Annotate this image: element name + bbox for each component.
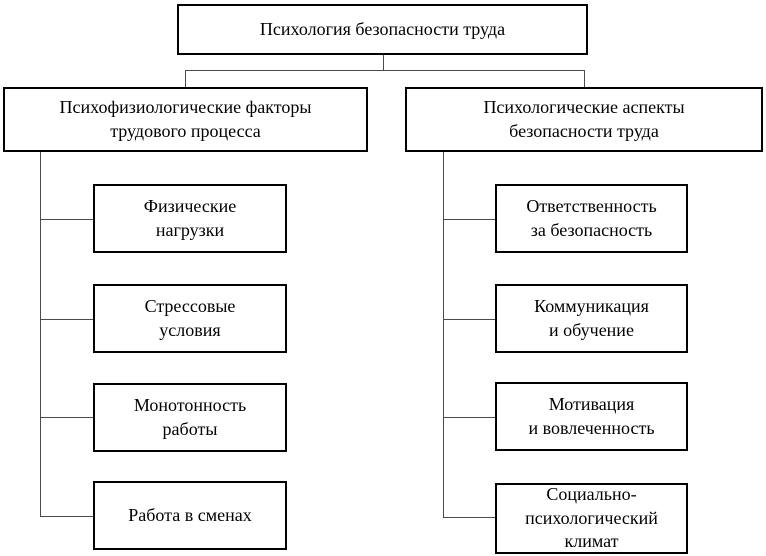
connector-left-trunk bbox=[40, 152, 41, 517]
node-work-monotony-label: Монотонность работы bbox=[133, 394, 247, 439]
connector-right-child-2 bbox=[443, 319, 495, 320]
node-work-monotony: Монотонность работы bbox=[93, 383, 287, 452]
node-safety-responsibility: Ответственность за безопасность bbox=[495, 184, 688, 253]
connector-left-child-2 bbox=[40, 319, 93, 320]
node-branch-psychological-aspects: Психологические аспекты безопасности тру… bbox=[405, 87, 763, 152]
node-socio-psychological-climate-label: Социально- психологический климат bbox=[525, 483, 658, 552]
node-branch-psychophysiological-factors: Психофизиологические факторы трудового п… bbox=[3, 87, 368, 152]
connector-right-child-1 bbox=[443, 219, 495, 220]
node-motivation-engagement-label: Мотивация и вовлеченность bbox=[528, 393, 655, 438]
node-safety-responsibility-label: Ответственность за безопасность bbox=[526, 195, 657, 240]
node-shift-work-label: Работа в сменах bbox=[128, 504, 252, 525]
node-stress-conditions: Стрессовые условия bbox=[93, 284, 287, 353]
node-communication-training-label: Коммуникация и обучение bbox=[534, 295, 649, 340]
connector-left-child-3 bbox=[40, 417, 93, 418]
connector-root-stub bbox=[383, 55, 384, 71]
node-socio-psychological-climate: Социально- психологический климат bbox=[495, 483, 688, 554]
node-stress-conditions-label: Стрессовые условия bbox=[144, 295, 236, 340]
node-motivation-engagement: Мотивация и вовлеченность bbox=[495, 382, 688, 451]
connector-branch-horizontal bbox=[185, 70, 585, 71]
connector-right-child-4 bbox=[443, 517, 495, 518]
node-physical-loads: Физические нагрузки bbox=[93, 184, 287, 253]
node-communication-training: Коммуникация и обучение bbox=[495, 284, 688, 353]
connector-drop-right-branch bbox=[584, 70, 585, 87]
node-physical-loads-label: Физические нагрузки bbox=[143, 195, 237, 240]
connector-drop-left-branch bbox=[185, 70, 186, 87]
node-shift-work: Работа в сменах bbox=[93, 481, 287, 550]
node-root-label: Психология безопасности труда bbox=[259, 18, 506, 39]
node-branch-right-label: Психологические аспекты безопасности тру… bbox=[483, 96, 685, 141]
connector-right-trunk bbox=[443, 152, 444, 518]
connector-left-child-4 bbox=[40, 516, 93, 517]
connector-left-child-1 bbox=[40, 219, 93, 220]
node-root: Психология безопасности труда bbox=[177, 4, 588, 55]
node-branch-left-label: Психофизиологические факторы трудового п… bbox=[59, 96, 312, 141]
connector-right-child-3 bbox=[443, 417, 495, 418]
